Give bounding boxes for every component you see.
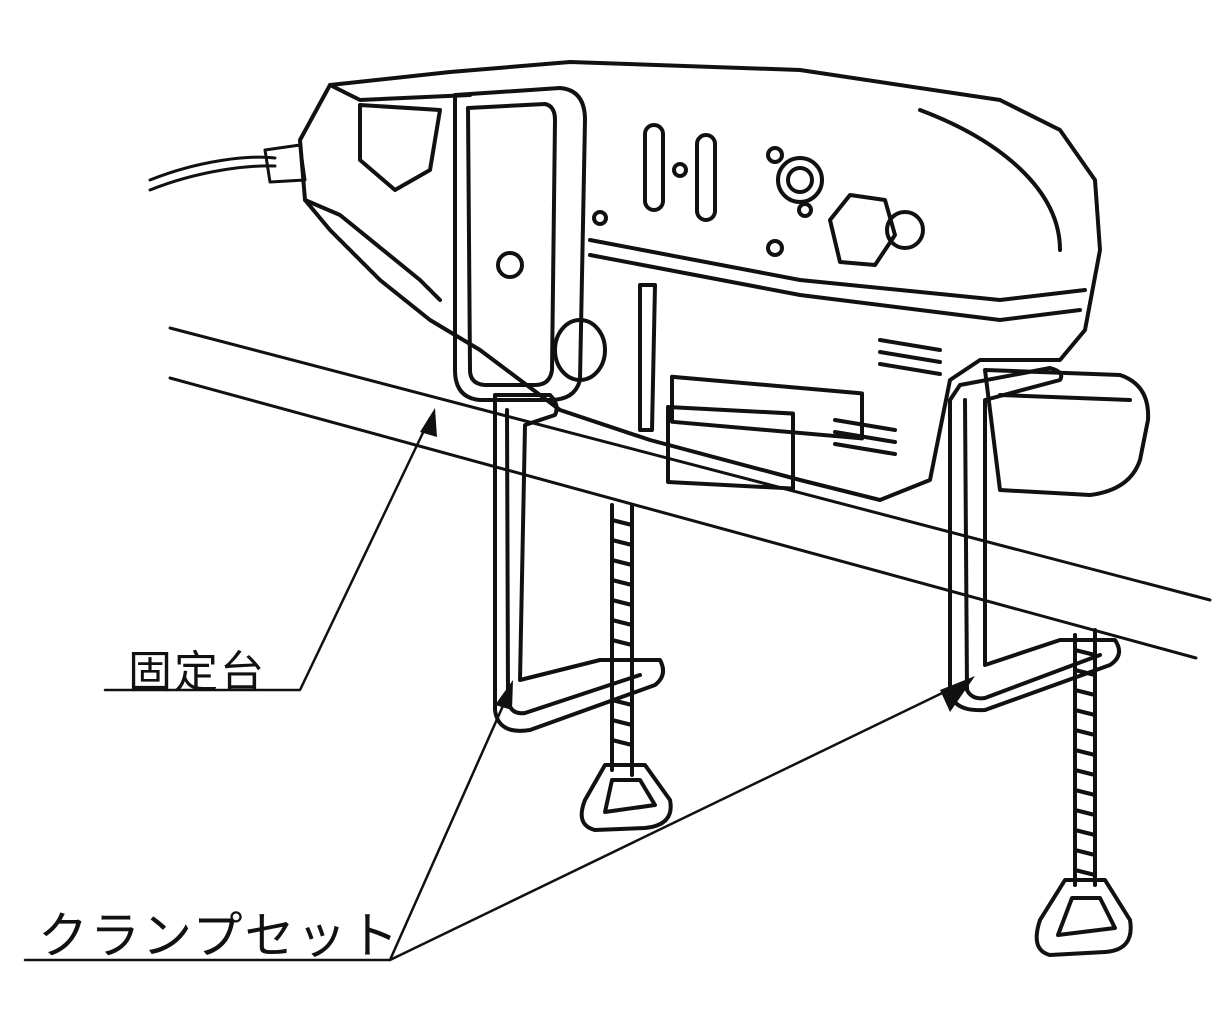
fixed-table (168, 326, 1212, 660)
power-cord (148, 143, 307, 192)
power-tool (298, 60, 1151, 502)
arrowheads (420, 408, 975, 712)
leader-lines (23, 416, 967, 962)
left-clamp (493, 393, 673, 832)
fixed-table-label: 固定台 (128, 647, 266, 698)
right-clamp (948, 366, 1133, 957)
clamp-set-label: クランプセット (38, 907, 401, 965)
